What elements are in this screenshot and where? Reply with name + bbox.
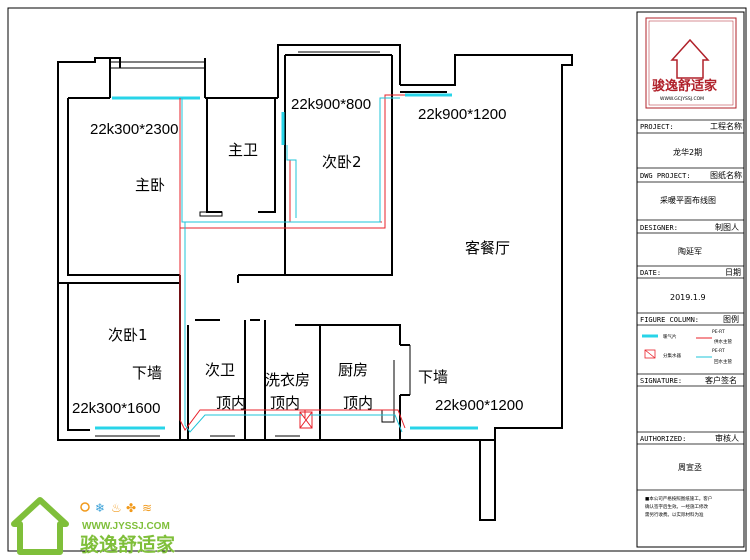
signature-label-cn: 客户签名 — [705, 375, 737, 385]
watermark-url: WWW.JYSSJ.COM — [82, 521, 170, 532]
designer-value: 陶延军 — [678, 246, 702, 256]
room-label-living-dining: 客餐厅 — [465, 239, 510, 257]
designer-label: DESIGNER: — [640, 224, 678, 232]
room-label-master-bedroom: 主卧 — [135, 176, 165, 194]
legend-radiator: 暖气片 — [663, 333, 677, 340]
dwg-value: 采暖平面布线图 — [660, 195, 716, 205]
fan-icon: ✤ — [126, 501, 136, 515]
dwg-label-cn: 图纸名称 — [710, 170, 742, 180]
room-label-second-bath: 次卫 — [205, 361, 235, 379]
wifi-icon: ≋ — [142, 501, 152, 515]
project-value: 龙华2期 — [673, 147, 702, 157]
dwg-label: DWG PROJECT: — [640, 172, 691, 180]
figure-label-cn: 图例 — [723, 314, 739, 324]
legend: 暖气片 PE-RT 供水主管 分集水器 PE-RT 回水主管 — [642, 329, 732, 365]
radiator-label-bedroom2: 22k900*800 — [291, 96, 371, 113]
room-label-kitchen: 厨房 — [338, 361, 368, 379]
snowflake-icon: ❄ — [95, 501, 105, 515]
title-logo: 骏逸舒适家 WWW.GCJYSSJ.COM — [645, 17, 737, 109]
disclaimer-line-1: ■本公司严格按照图纸施工。客户 — [645, 495, 712, 502]
legend-manifold: 分集水器 — [663, 352, 681, 359]
radiator-label-master: 22k300*2300 — [90, 121, 178, 138]
room-label-second-bedroom-1: 次卧1 — [108, 326, 148, 344]
watermark: ❄ ♨ ✤ ≋ WWW.JYSSJ.COM 骏逸舒适家 — [11, 497, 176, 556]
house-logo-icon — [670, 38, 710, 79]
legend-supply-sub: PE-RT — [712, 329, 725, 335]
watermark-brand: 骏逸舒适家 — [80, 533, 176, 556]
room-label-master-bath: 主卫 — [228, 141, 258, 159]
drop-icon: ♨ — [111, 501, 122, 515]
title-block: 骏逸舒适家 WWW.GCJYSSJ.COM PROJECT: 工程名称 龙华2期… — [636, 11, 745, 548]
legend-return-sub: PE-RT — [712, 348, 725, 354]
disclaimer-line-3: 需另行收费。以实际材料为准 — [645, 511, 704, 518]
project-label-cn: 工程名称 — [710, 121, 742, 131]
authorized-value: 周宣丞 — [678, 462, 702, 472]
title-logo-url: WWW.GCJYSSJ.COM — [660, 96, 704, 102]
radiator-label-living: 22k900*1200 — [418, 106, 506, 123]
project-label: PROJECT: — [640, 123, 674, 131]
authorized-label: AUTHORIZED: — [640, 435, 686, 443]
note-ceiling-laundry: 顶内 — [270, 394, 300, 412]
note-down-wall-left: 下墙 — [132, 364, 162, 382]
watermark-house-icon — [11, 497, 69, 555]
date-label-cn: 日期 — [725, 268, 741, 277]
figure-label: FIGURE COLUMN: — [640, 316, 699, 324]
designer-label-cn: 制图人 — [715, 222, 739, 232]
room-label-second-bedroom-2: 次卧2 — [322, 153, 362, 171]
signature-label: SIGNATURE: — [640, 377, 682, 385]
sun-icon — [80, 502, 90, 512]
note-down-wall-right: 下墙 — [418, 368, 448, 386]
legend-return: 回水主管 — [714, 358, 732, 365]
room-label-laundry: 洗衣房 — [265, 371, 310, 389]
return-pipes — [181, 97, 403, 433]
legend-supply: 供水主管 — [714, 338, 732, 345]
date-label: DATE: — [640, 269, 661, 277]
disclaimer-line-2: 确认签字后生效。一经施工修改 — [645, 503, 708, 510]
radiator-label-kitchen-side: 22k900*1200 — [435, 397, 523, 414]
note-ceiling-kitchen: 顶内 — [343, 394, 373, 412]
title-logo-brand: 骏逸舒适家 — [652, 78, 718, 94]
manifold-icon — [644, 349, 656, 359]
radiator-label-bedroom1: 22k300*1600 — [72, 400, 160, 417]
note-ceiling-bath: 顶内 — [216, 394, 246, 412]
drawing-frame — [7, 7, 747, 552]
radiators — [95, 93, 478, 430]
date-value: 2019.1.9 — [670, 293, 706, 302]
authorized-label-cn: 审核人 — [715, 433, 739, 443]
